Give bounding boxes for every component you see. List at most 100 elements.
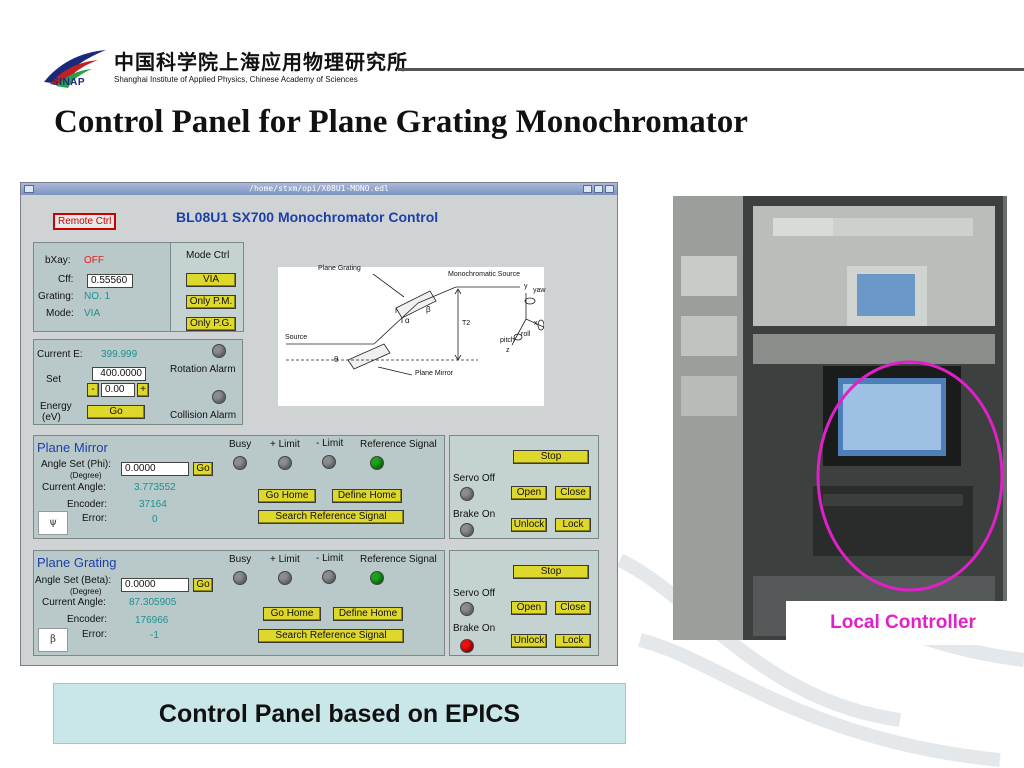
institute-name-english: Shanghai Institute of Applied Physics, C… [114, 75, 358, 84]
diagram-source: Source [285, 334, 308, 341]
monochromator-diagram: Plane Grating Monochromatic Source Sourc… [278, 265, 549, 406]
maximize-icon[interactable] [594, 185, 603, 193]
diagram-roll: roll [521, 331, 531, 338]
only-pm-button[interactable]: Only P.M. [186, 295, 236, 309]
step-minus-button[interactable]: - [87, 383, 99, 397]
pg-brake-led [460, 639, 474, 653]
diagram-theta: θ [334, 355, 339, 364]
pm-angle-set-label: Angle Set (Phi): [41, 459, 112, 470]
diagram-plane-grating: Plane Grating [318, 265, 361, 272]
pg-plus-limit-label: + Limit [270, 554, 300, 565]
pm-plus-limit-led [278, 456, 292, 470]
pg-minus-limit-label: - Limit [316, 553, 344, 564]
window-title: /home/stxm/opi/X08U1-MONO.edl [249, 184, 389, 193]
pm-brake-led [460, 523, 474, 537]
pm-psi-symbol: ψ [38, 511, 68, 535]
pg-unlock-button[interactable]: Unlock [511, 634, 547, 648]
pm-define-home-button[interactable]: Define Home [332, 489, 402, 503]
grating-label: Grating: [38, 291, 74, 302]
pg-go-home-button[interactable]: Go Home [263, 607, 321, 621]
pg-angle-unit: (Degree) [70, 587, 102, 596]
pm-go-home-button[interactable]: Go Home [258, 489, 316, 503]
pg-beta-symbol: β [38, 628, 68, 652]
energy-go-button[interactable]: Go [87, 405, 145, 419]
via-button[interactable]: VIA [186, 273, 236, 287]
pg-stop-button[interactable]: Stop [513, 565, 589, 579]
pm-stop-button[interactable]: Stop [513, 450, 589, 464]
status-panel: bXay: OFF Cff: 0.55560 Grating: NO. 1 Mo… [33, 242, 244, 332]
edm-window: /home/stxm/opi/X08U1-MONO.edl Remote Ctr… [20, 182, 618, 666]
pg-busy-led [233, 571, 247, 585]
pm-servo-panel: Stop Servo Off Open Close Brake On Unloc… [449, 435, 599, 539]
pm-busy-label: Busy [229, 439, 252, 450]
diagram-beta: β [426, 305, 431, 314]
pm-angle-unit: (Degree) [70, 471, 102, 480]
mode-label: Mode: [46, 308, 74, 319]
pg-search-ref-button[interactable]: Search Reference Signal [258, 629, 404, 643]
plane-grating-title: Plane Grating [37, 555, 117, 570]
pg-current-angle-label: Current Angle: [42, 597, 106, 608]
diagram-plane-mirror: Plane Mirror [415, 370, 454, 377]
window-titlebar[interactable]: /home/stxm/opi/X08U1-MONO.edl [21, 183, 617, 195]
pg-angle-go-button[interactable]: Go [193, 578, 213, 592]
diagram-axis-y: y [524, 283, 528, 290]
step-plus-button[interactable]: + [137, 383, 149, 397]
pm-minus-limit-led [322, 455, 336, 469]
pm-search-ref-button[interactable]: Search Reference Signal [258, 510, 404, 524]
plane-mirror-panel: Plane Mirror Busy + Limit - Limit Refere… [33, 435, 599, 539]
pm-busy-led [233, 456, 247, 470]
local-controller-label: Local Controller [786, 601, 1020, 645]
pm-angle-set-field[interactable]: 0.0000 [121, 462, 189, 476]
pm-servo-led [460, 487, 474, 501]
pm-lock-button[interactable]: Lock [555, 518, 591, 532]
pm-angle-go-button[interactable]: Go [193, 462, 213, 476]
pg-close-button[interactable]: Close [555, 601, 591, 615]
pg-servo-panel: Stop Servo Off Open Close Brake On Unloc… [449, 550, 599, 656]
rotation-alarm-label: Rotation Alarm [170, 364, 236, 375]
pg-angle-set-label: Angle Set (Beta): [35, 575, 112, 586]
pm-unlock-button[interactable]: Unlock [511, 518, 547, 532]
remote-ctrl-button[interactable]: Remote Ctrl [53, 213, 117, 230]
pg-current-angle-value: 87.305905 [129, 597, 177, 608]
institute-name-chinese: 中国科学院上海应用物理研究所 [114, 50, 408, 74]
minimize-icon[interactable] [583, 185, 592, 193]
pm-current-angle-label: Current Angle: [42, 482, 106, 493]
pm-open-button[interactable]: Open [511, 486, 547, 500]
energy-label: Energy [40, 401, 72, 412]
diagram-t2: T2 [462, 320, 471, 327]
pm-plus-limit-label: + Limit [270, 439, 300, 450]
pm-servo-off-label: Servo Off [453, 473, 496, 484]
diagram-pitch: pitch [500, 337, 515, 344]
pm-error-label: Error: [82, 513, 107, 524]
pm-error-value: 0 [152, 514, 158, 525]
pm-close-button[interactable]: Close [555, 486, 591, 500]
control-title: BL08U1 SX700 Monochromator Control [176, 209, 439, 225]
pm-ref-signal-label: Reference Signal [360, 439, 437, 450]
window-menu-icon[interactable] [24, 185, 34, 193]
cff-field[interactable]: 0.55560 [87, 274, 133, 288]
close-window-icon[interactable] [605, 185, 614, 193]
geometry-diagram-svg [286, 273, 549, 376]
mode-ctrl-label: Mode Ctrl [186, 250, 230, 261]
pm-minus-limit-label: - Limit [316, 438, 344, 449]
pg-ref-signal-led [370, 571, 384, 585]
energy-set-field[interactable]: 400.0000 [92, 367, 146, 381]
current-e-value: 399.999 [101, 349, 138, 360]
pm-encoder-label: Encoder: [67, 499, 108, 510]
pg-lock-button[interactable]: Lock [555, 634, 591, 648]
rotation-alarm-led [212, 344, 226, 358]
pg-open-button[interactable]: Open [511, 601, 547, 615]
pg-define-home-button[interactable]: Define Home [333, 607, 403, 621]
pg-servo-led [460, 602, 474, 616]
only-pg-button[interactable]: Only P.G. [186, 317, 236, 331]
org-abbr: SINAP [52, 77, 86, 88]
pg-servo-off-label: Servo Off [453, 588, 496, 599]
pg-angle-set-field[interactable]: 0.0000 [121, 578, 189, 592]
pg-minus-limit-led [322, 570, 336, 584]
header-divider [398, 68, 1024, 71]
current-e-label: Current E: [37, 349, 83, 360]
step-field[interactable]: 0.00 [101, 383, 135, 397]
collision-alarm-led [212, 390, 226, 404]
local-controller-photo [673, 196, 1007, 640]
pg-encoder-value: 176966 [135, 615, 169, 626]
